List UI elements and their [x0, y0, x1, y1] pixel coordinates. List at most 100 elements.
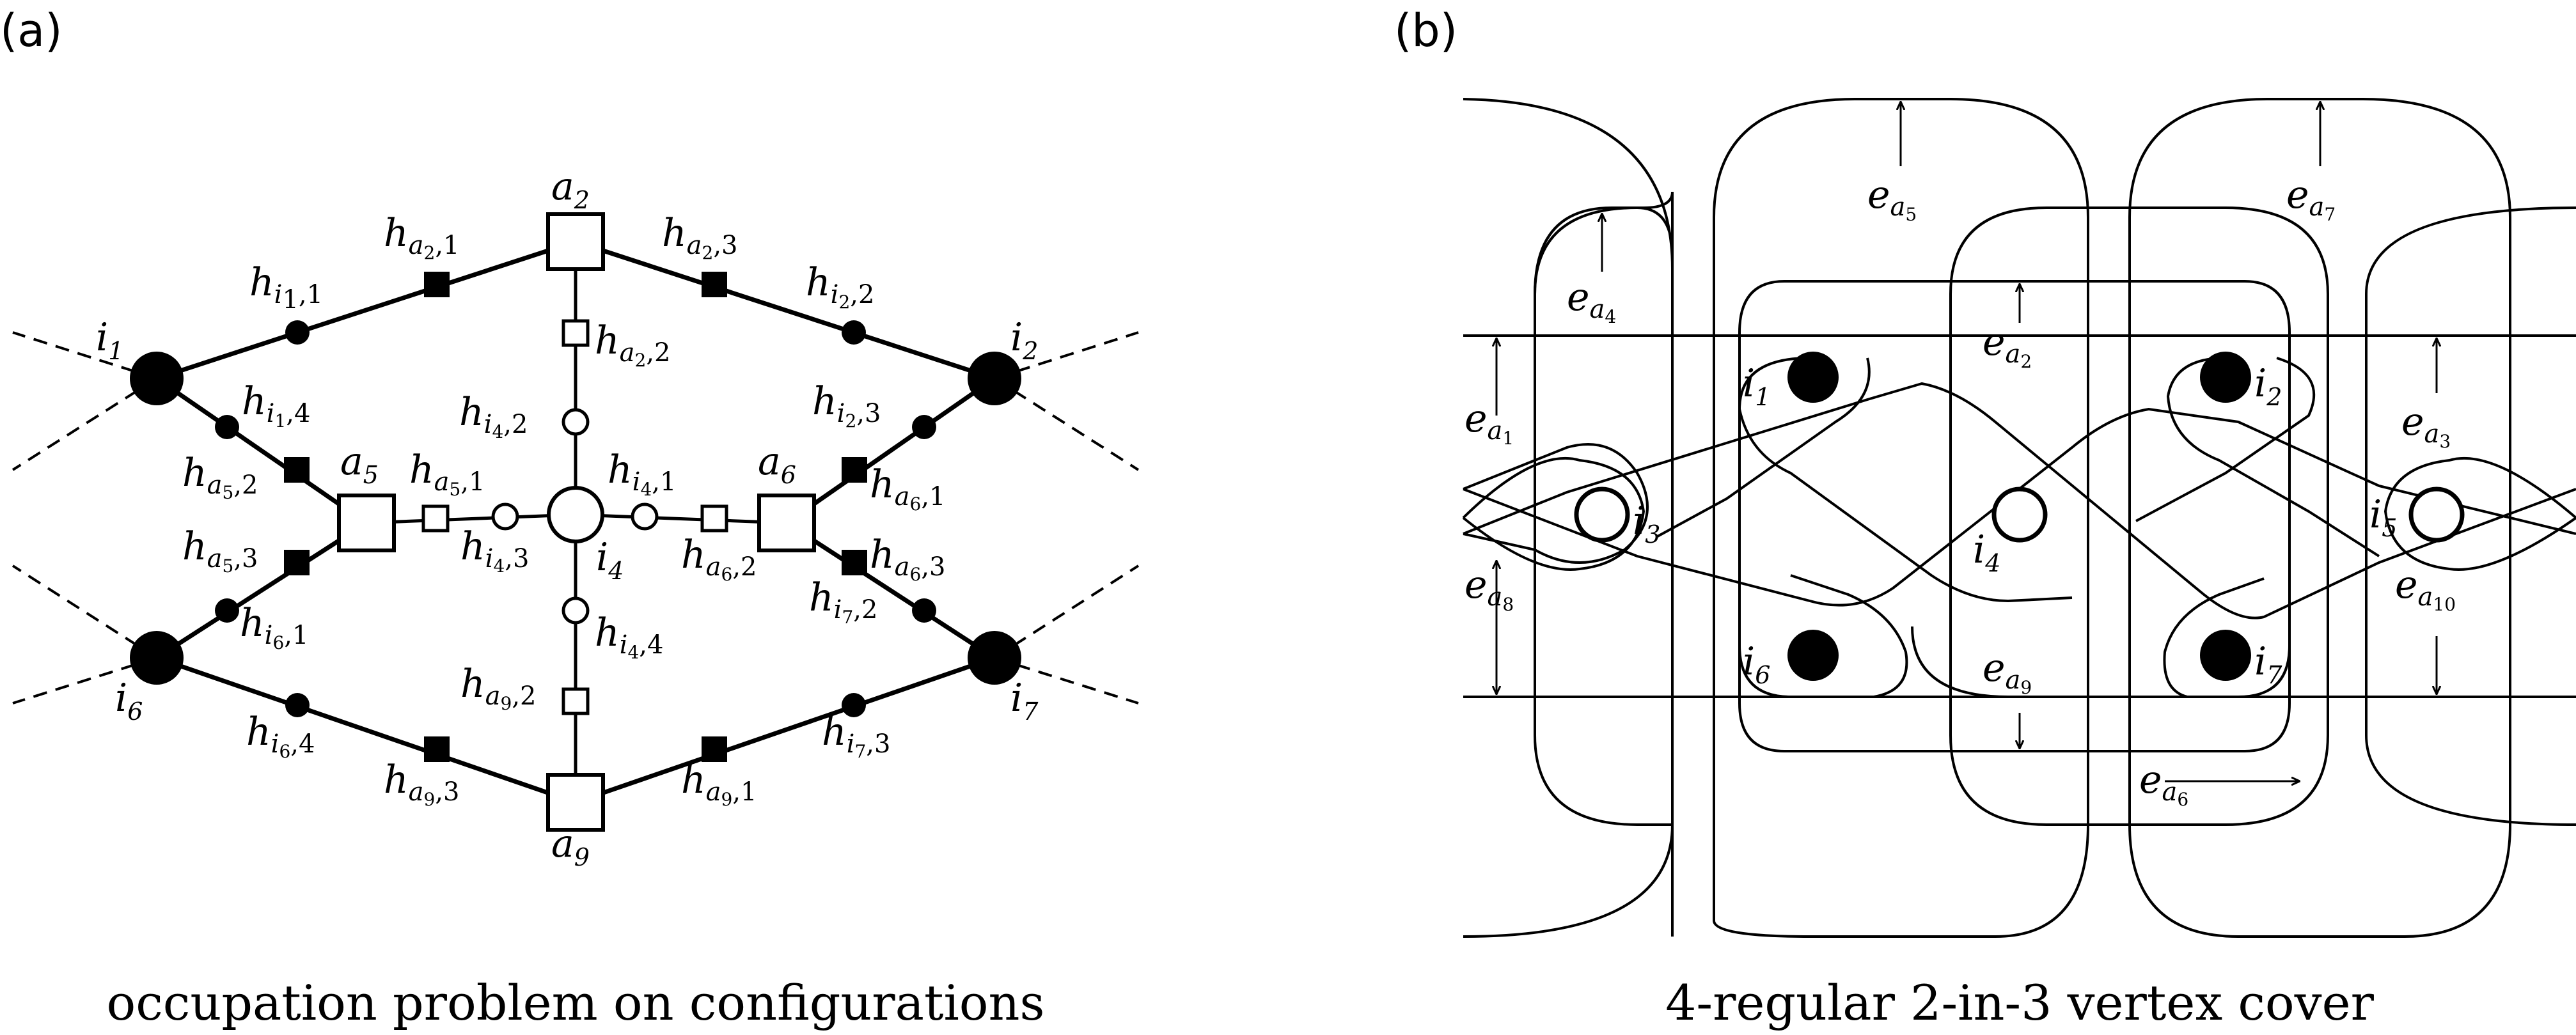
label-h-a9-1: ha9,1	[681, 758, 757, 810]
stub-i2-lower	[993, 377, 1140, 471]
label-b-i5: i5	[2369, 492, 2397, 542]
label-h-i1-1: hi1,1	[249, 260, 323, 315]
label-h-i6-4: hi6,4	[246, 710, 315, 762]
node-a6	[757, 494, 816, 552]
hyperedge-loop-i6	[1738, 574, 1908, 698]
label-h-i2-3: hi2,3	[812, 379, 881, 432]
label-h-i7-2: hi7,2	[809, 575, 877, 628]
edge-a2-i2	[574, 239, 996, 381]
hyperedge-e-a6	[1949, 206, 2329, 826]
vertex-i7	[2200, 630, 2251, 681]
label-h-a2-2: ha2,2	[595, 318, 671, 371]
label-h-i6-1: hi6,1	[240, 601, 308, 653]
hyperedge-e-a7	[2128, 98, 2511, 938]
halfedge-i4-1	[631, 502, 659, 531]
halfedge-i7-3	[842, 693, 866, 717]
label-b-i2: i2	[2254, 361, 2282, 411]
label-e-a6: ea6	[2139, 758, 2188, 810]
edge-i4-a6	[575, 513, 787, 525]
halfedge-i1-4	[215, 415, 239, 439]
panel-b-edge-labels: ea1 ea2 ea3 ea4 ea5 ea6 ea7 ea8 ea9 ea10	[1465, 173, 2456, 810]
halfedge-i6-4	[285, 693, 310, 717]
halfedge-i1-1	[285, 320, 310, 345]
stub-i7-upper	[993, 564, 1140, 659]
panel-b-arrows	[1496, 102, 2437, 781]
label-h-i7-3: hi7,3	[822, 710, 890, 762]
node-a9	[546, 773, 605, 832]
hyperedge-e-a5	[1713, 98, 2089, 938]
panel-a-halfedge-circles	[215, 320, 936, 717]
label-b-i6: i6	[1743, 639, 1770, 689]
label-b-i7: i7	[2254, 639, 2282, 689]
label-e-a4: ea4	[1567, 275, 1616, 327]
label-h-i4-1: hi4,1	[608, 447, 676, 500]
label-i1: i1	[96, 315, 123, 365]
hyperedge-cross-a	[1463, 443, 1649, 564]
label-a5: a5	[340, 439, 379, 489]
halfedge-i2-3	[912, 415, 936, 439]
edge-a5-i6	[155, 521, 368, 660]
halfedge-i4-4	[562, 596, 590, 625]
hyperedge-cross-f	[2166, 357, 2380, 557]
label-b-i1: i1	[1743, 361, 1770, 411]
panel-a-inner-edges	[366, 242, 787, 802]
vertex-i4	[1991, 486, 2048, 543]
hyperedge-cross-c	[1463, 407, 2576, 607]
node-a5	[337, 494, 396, 552]
halfedge-a9-3	[424, 736, 450, 762]
node-i2	[968, 352, 1021, 405]
panel-b: (b)	[1394, 4, 2576, 1031]
halfedge-i2-2	[842, 320, 866, 345]
halfedge-a5-3	[284, 550, 310, 575]
hyperedge-right-open	[2365, 206, 2576, 826]
label-e-a2: ea2	[1983, 320, 2032, 372]
label-i7: i7	[1010, 676, 1039, 726]
panel-a-constraint-squares	[337, 212, 816, 832]
hyperedge-loop-i3	[1462, 456, 1645, 571]
hyperedge-e-a4	[1534, 191, 1674, 937]
edge-a9-i7	[574, 655, 996, 805]
halfedge-a6-1	[842, 457, 867, 483]
halfedge-a6-2	[700, 504, 728, 533]
label-e-a1: ea1	[1465, 396, 1514, 449]
panel-a-halfedge-labels: hi1,1 ha2,1 ha2,3 hi2,2 ha2,2 hi4,2 hi1,…	[182, 211, 946, 810]
hyperedge-cross-e	[1656, 357, 1871, 538]
halfedge-i7-2	[912, 598, 936, 623]
edge-a6-i7	[785, 521, 996, 660]
node-a2	[546, 212, 605, 271]
halfedge-a2-2	[562, 319, 590, 347]
hyperedge-cross-b	[1463, 382, 2576, 619]
vertex-i6	[1787, 630, 1839, 681]
hyperedge-left-open	[1463, 98, 1674, 938]
panel-a-tag: (a)	[0, 4, 63, 57]
halfedge-a9-2	[562, 687, 590, 715]
label-a6: a6	[758, 439, 796, 489]
label-i4: i4	[596, 535, 624, 585]
panel-a: (a)	[0, 4, 1140, 1031]
panel-b-vertices	[1574, 352, 2465, 681]
label-h-i4-4: hi4,4	[595, 611, 663, 663]
edge-a5-i4	[366, 513, 576, 525]
vertex-i3	[1574, 486, 1630, 543]
halfedge-a5-1	[421, 504, 450, 533]
label-h-a2-1: ha2,1	[384, 211, 460, 263]
label-h-a6-1: ha6,1	[870, 462, 946, 515]
label-b-i4: i4	[1973, 527, 2000, 577]
label-e-a3: ea3	[2401, 400, 2451, 452]
hyperedge-loop-i4-left	[1911, 626, 2219, 698]
stub-i6-upper	[12, 564, 158, 659]
panel-a-node-labels: a2 a5 a6 a9 i1 i2 i4 i6 i7	[96, 164, 1039, 871]
label-b-i3: i3	[1633, 499, 1660, 549]
halfedge-i4-2	[562, 408, 590, 436]
panel-b-caption: 4-regular 2-in-3 vertex cover	[1665, 974, 2375, 1031]
label-h-i2-2: hi2,2	[806, 260, 874, 313]
vertex-i2	[2200, 352, 2251, 403]
label-h-a6-3: ha6,3	[870, 533, 946, 585]
label-e-a10: ea10	[2395, 563, 2456, 615]
halfedge-a5-2	[284, 457, 310, 483]
edge-i1-a5	[155, 377, 368, 525]
halfedge-i6-1	[215, 598, 239, 623]
label-h-a5-1: ha5,1	[409, 447, 485, 500]
panel-a-variable-circles	[130, 352, 1021, 685]
panel-a-halfedge-squares	[284, 272, 867, 762]
